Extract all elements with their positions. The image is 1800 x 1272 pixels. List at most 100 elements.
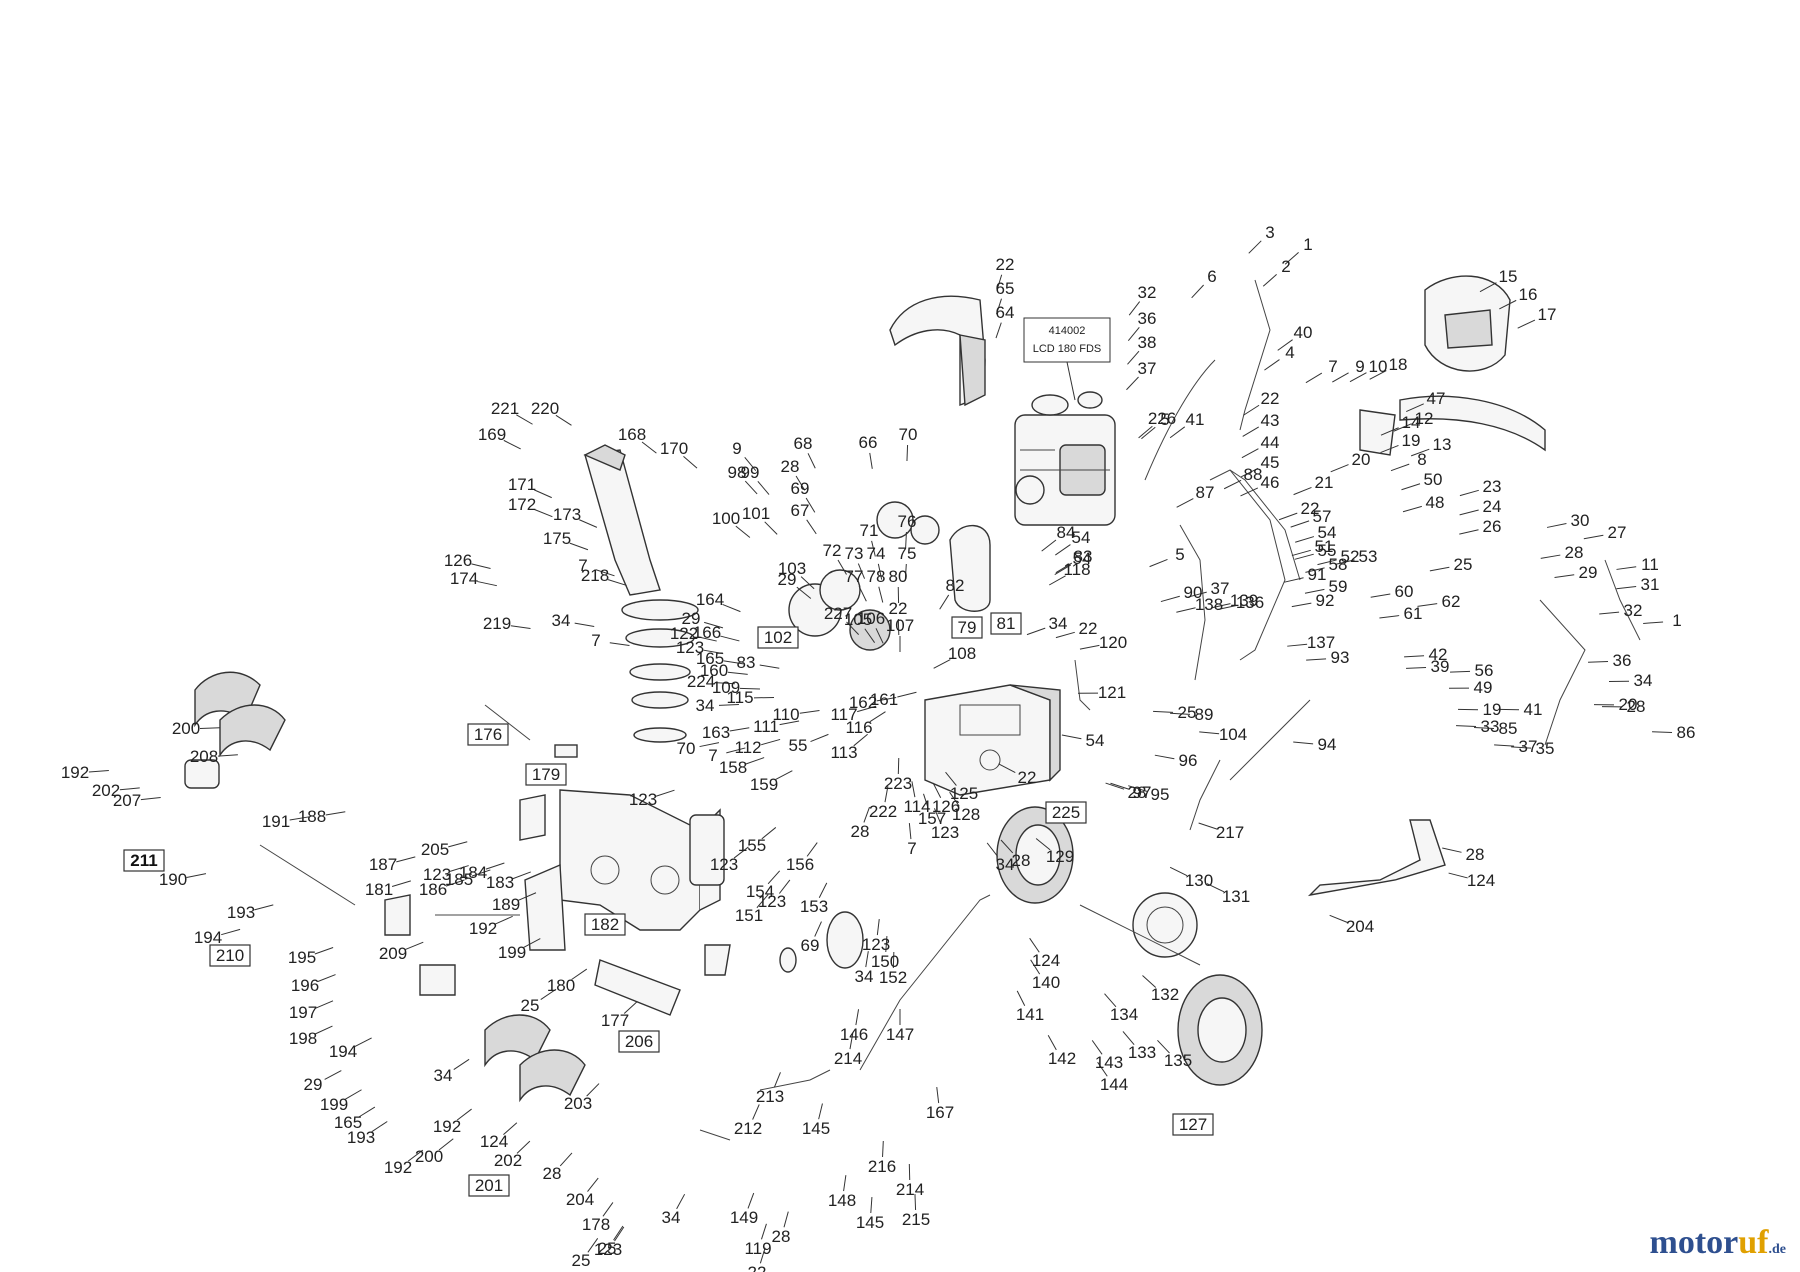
pulley-part bbox=[876, 501, 914, 539]
model-name: LCD 180 FDS bbox=[1033, 343, 1101, 355]
assembly-number-label: 182 bbox=[591, 915, 619, 934]
part-number-label: 19 bbox=[1483, 700, 1502, 719]
leader-line bbox=[704, 621, 724, 629]
leader-line bbox=[1295, 536, 1315, 543]
part-number-label: 97 bbox=[1133, 783, 1152, 802]
part-number-label: 193 bbox=[227, 903, 255, 922]
leader-line bbox=[799, 710, 820, 714]
leader-line bbox=[756, 894, 769, 909]
assembly-number-label: 206 bbox=[625, 1032, 653, 1051]
part-number-label: 19 bbox=[1402, 431, 1421, 450]
leader-line bbox=[1079, 644, 1100, 650]
leader-line bbox=[1240, 467, 1259, 478]
part-number-label: 5 bbox=[1175, 545, 1184, 564]
shave-plate-part bbox=[594, 959, 681, 1016]
leader-line bbox=[1379, 615, 1400, 619]
part-number-label: 15 bbox=[1499, 267, 1518, 286]
part-number-label: 98 bbox=[728, 463, 747, 482]
part-number-label: 22 bbox=[996, 255, 1015, 274]
part-number-label: 89 bbox=[1195, 705, 1214, 724]
part-number-label: 220 bbox=[531, 399, 559, 418]
leader-line bbox=[718, 704, 739, 706]
leader-line bbox=[761, 738, 781, 746]
part-number-label: 85 bbox=[1499, 719, 1518, 738]
part-number-label: 28 bbox=[1128, 783, 1147, 802]
part-number-label: 208 bbox=[190, 747, 218, 766]
part-number-label: 121 bbox=[1098, 683, 1126, 702]
part-number-label: 41 bbox=[1524, 700, 1543, 719]
leader-line bbox=[1540, 554, 1561, 559]
leader-line bbox=[186, 873, 207, 879]
part-number-label: 27 bbox=[1608, 523, 1627, 542]
part-number-label: 22 bbox=[1018, 768, 1037, 787]
leader-line bbox=[614, 1226, 625, 1242]
part-number-label: 28 bbox=[1627, 697, 1646, 716]
leader-line bbox=[569, 542, 589, 551]
part-number-label: 7 bbox=[578, 556, 587, 575]
part-number-label: 11 bbox=[1641, 555, 1659, 574]
leader-line bbox=[445, 879, 465, 887]
assembly-box bbox=[209, 944, 251, 967]
part-number-label: 195 bbox=[288, 948, 316, 967]
part-number-label: 138 bbox=[1195, 595, 1223, 614]
leader-line bbox=[1138, 425, 1153, 439]
leader-line bbox=[945, 771, 957, 786]
part-number-label: 54 bbox=[1072, 528, 1091, 547]
leader-line bbox=[1206, 883, 1225, 893]
leader-line bbox=[1223, 479, 1242, 490]
leader-line bbox=[1554, 574, 1575, 579]
part-number-label: 94 bbox=[1318, 735, 1337, 754]
leader-line bbox=[857, 563, 866, 579]
leader-line bbox=[759, 664, 780, 669]
leader-line bbox=[1456, 725, 1477, 727]
frame-part bbox=[924, 684, 1061, 796]
part-number-label: 109 bbox=[712, 678, 740, 697]
leader-line bbox=[905, 531, 907, 549]
assembly-box bbox=[757, 626, 799, 649]
part-number-label: 103 bbox=[778, 559, 806, 578]
part-number-label: 34 bbox=[552, 611, 571, 630]
part-number-label: 123 bbox=[931, 823, 959, 842]
part-number-label: 223 bbox=[884, 774, 912, 793]
left-wheel-part bbox=[996, 806, 1074, 904]
part-number-label: 216 bbox=[868, 1157, 896, 1176]
leader-line bbox=[699, 742, 720, 748]
part-shapes: 414002 LCD 180 FDS bbox=[184, 275, 1641, 1141]
leader-line bbox=[806, 519, 817, 535]
leader-line bbox=[345, 1089, 362, 1100]
part-number-label: 45 bbox=[1261, 453, 1280, 472]
part-number-label: 37 bbox=[1519, 737, 1538, 756]
leader-line bbox=[747, 1192, 755, 1209]
leader-line bbox=[254, 904, 274, 911]
leader-line bbox=[1262, 274, 1277, 287]
leader-line bbox=[877, 563, 883, 580]
leader-line bbox=[760, 1223, 767, 1240]
part-number-label: 218 bbox=[581, 566, 609, 585]
leader-line bbox=[1459, 489, 1479, 497]
leader-line bbox=[800, 576, 815, 590]
leader-line bbox=[843, 1175, 847, 1192]
leader-line bbox=[1317, 559, 1337, 566]
leader-line bbox=[314, 1025, 333, 1035]
leader-line bbox=[1369, 370, 1387, 380]
leader-line bbox=[858, 586, 867, 602]
part-number-label: 32 bbox=[1138, 283, 1157, 302]
part-number-label: 54 bbox=[1073, 549, 1092, 568]
leader-line bbox=[752, 1104, 760, 1120]
leader-line bbox=[697, 636, 717, 642]
part-number-label: 117 bbox=[830, 705, 857, 724]
part-number-label: 123 bbox=[676, 638, 704, 657]
part-number-label: 25 bbox=[598, 1239, 617, 1258]
leader-line bbox=[1241, 448, 1259, 459]
leader-line bbox=[1243, 404, 1260, 416]
part-number-label: 215 bbox=[902, 1210, 930, 1229]
leader-line bbox=[1459, 509, 1479, 516]
leader-line bbox=[1291, 549, 1311, 557]
shift-lever-part bbox=[759, 1069, 831, 1091]
part-number-label: 213 bbox=[756, 1087, 784, 1106]
part-number-label: 166 bbox=[693, 623, 721, 642]
part-number-label: 29 bbox=[304, 1075, 323, 1094]
part-number-label: 135 bbox=[1164, 1051, 1192, 1070]
part-number-label: 7 bbox=[907, 839, 916, 858]
assembly-number-label: 210 bbox=[216, 946, 244, 965]
